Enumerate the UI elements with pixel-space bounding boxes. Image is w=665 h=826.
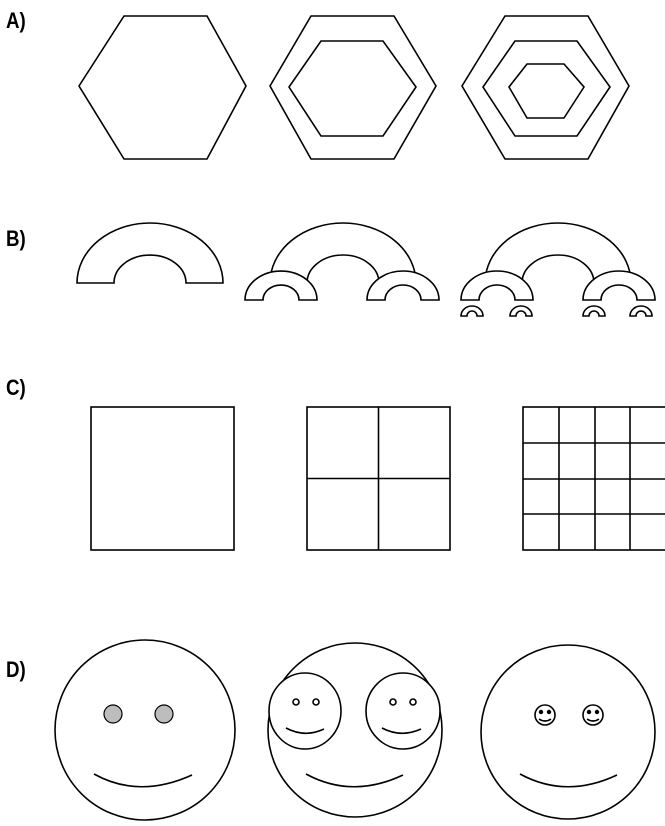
square-figure-1: [91, 407, 234, 550]
hexagon-figure-1: [79, 16, 246, 159]
eye-dot: [540, 711, 543, 714]
smiley-figure-1: [55, 640, 235, 820]
tiny-smiley-left: [535, 705, 555, 725]
smiley-figure-2: [268, 643, 442, 817]
hexagon: [79, 16, 246, 159]
innermost-hexagon: [509, 64, 584, 118]
square: [91, 407, 234, 550]
tiny-smiley-right: [583, 705, 603, 725]
hexagon-figure-2: [270, 16, 436, 159]
tiny-arch: [630, 306, 652, 316]
inner-hexagon: [483, 41, 610, 136]
eye-dot: [596, 711, 599, 714]
face-circle: [55, 640, 235, 820]
mini-smile: [539, 719, 551, 721]
arch-figure-3: [461, 223, 655, 316]
smile: [520, 774, 617, 787]
smiley-figure-3: [481, 645, 655, 819]
arch-figure-1: [77, 223, 223, 283]
tiny-arch: [583, 306, 605, 316]
smile: [306, 774, 403, 787]
hexagon: [270, 16, 436, 159]
square-figure-2: [307, 407, 450, 550]
tiny-arch: [461, 306, 483, 316]
eye-dot: [588, 711, 591, 714]
inner-hexagon: [289, 41, 416, 136]
eye: [155, 705, 173, 723]
arch: [77, 223, 223, 283]
square-figure-3: [523, 407, 665, 550]
face-circle: [481, 645, 655, 819]
eye-face-right: [366, 673, 440, 749]
eye-dot: [548, 711, 551, 714]
hexagon-figure-3: [462, 16, 629, 159]
eye-face-left: [269, 673, 341, 749]
mini-smile: [587, 719, 599, 721]
arch-figure-2: [245, 223, 439, 300]
smile: [94, 774, 192, 787]
hexagon: [462, 16, 629, 159]
eye: [104, 705, 122, 723]
tiny-arch: [510, 306, 532, 316]
